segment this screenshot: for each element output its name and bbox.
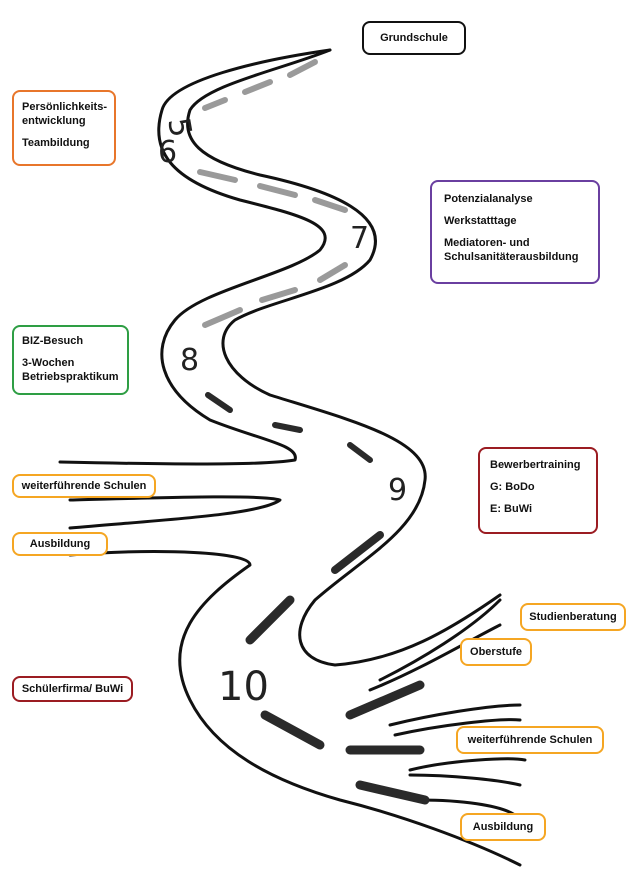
ausbildung-left-box: Ausbildung — [12, 532, 108, 556]
box-text-line: Schülerfirma/ BuWi — [21, 683, 124, 695]
schuelerfirma-box: Schülerfirma/ BuWi — [12, 676, 133, 702]
box-text-line: Studienberatung — [529, 611, 617, 623]
road-dash — [245, 595, 295, 645]
grade-label-9: 9 — [388, 473, 407, 508]
bewerbertraining-box: Bewerbertraining G: BoDo E: BuWi — [478, 447, 598, 534]
box-text-line: Potenzialanalyse — [444, 193, 533, 205]
box-text-line: 3-Wochen Betriebspraktikum — [22, 357, 119, 383]
grade-label-10: 10 — [218, 664, 269, 710]
road-left-edge — [58, 48, 522, 867]
road-dash — [355, 780, 430, 805]
box-text-line: Persönlichkeits- entwicklung — [22, 101, 107, 127]
weiterfuehrende-schulen-right-box: weiterführende Schulen — [456, 726, 604, 754]
grade-label-8: 8 — [180, 343, 199, 378]
road-right-edge — [186, 48, 527, 817]
box-text-line: Teambildung — [22, 137, 90, 149]
weiterfuehrende-schulen-left-box: weiterführende Schulen — [12, 474, 156, 498]
box-text-line: weiterführende Schulen — [21, 480, 147, 492]
box-text-line: E: BuWi — [490, 503, 533, 515]
road-dash — [331, 531, 384, 574]
box-text-line: Werkstatttage — [444, 215, 517, 227]
road-dash — [317, 262, 348, 283]
box-text-line: G: BoDo — [490, 481, 535, 493]
box-text-line: weiterführende Schulen — [467, 734, 593, 746]
road-dash — [197, 169, 238, 183]
box-text-line: BIZ-Besuch — [22, 335, 84, 347]
grade-label-7: 7 — [350, 221, 369, 256]
road-dash — [272, 422, 303, 433]
ausbildung-right-box: Ausbildung — [460, 813, 546, 841]
road-dash — [202, 97, 228, 111]
road-dash — [260, 710, 325, 750]
road-dash — [259, 287, 298, 303]
road-dash — [242, 79, 273, 95]
road-dash — [347, 442, 373, 463]
road-dash — [202, 307, 243, 328]
studienberatung-box: Studienberatung — [520, 603, 626, 631]
grade-label-6: 6 — [158, 135, 177, 170]
box-text-line: Ausbildung — [472, 821, 534, 833]
road-dash — [205, 392, 233, 413]
box-text-line: Mediatoren- und Schulsanitäterausbildung — [444, 237, 579, 263]
grundschule-box: Grundschule — [362, 21, 466, 55]
box-text-line: Oberstufe — [470, 646, 522, 658]
box-text-line: Bewerbertraining — [490, 459, 581, 471]
road-dash — [257, 183, 298, 198]
biz-besuch-box: BIZ-Besuch 3-Wochen Betriebspraktikum — [12, 325, 129, 395]
road-dash — [312, 197, 348, 213]
box-text-line: Ausbildung — [29, 538, 91, 550]
box-text-line: Grundschule — [380, 32, 448, 44]
road-dash — [287, 59, 318, 78]
road-dash — [345, 680, 425, 720]
road-branch-lines — [378, 598, 522, 787]
oberstufe-box: Oberstufe — [460, 638, 532, 666]
